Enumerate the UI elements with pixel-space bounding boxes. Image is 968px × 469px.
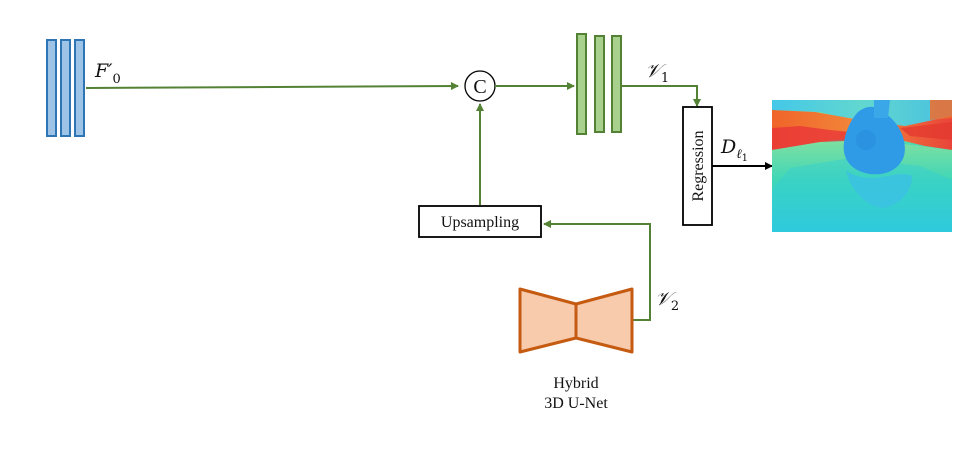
f0-to-concat-arrow xyxy=(85,82,459,91)
v1-to-regression-arrow xyxy=(622,85,701,107)
v1-label: 𝒱1 xyxy=(645,60,669,86)
unet-label-line1: Hybrid xyxy=(553,375,598,392)
regression-label: Regression xyxy=(690,130,707,201)
feature-map-v1 xyxy=(576,33,622,135)
feature-map-f0 xyxy=(46,39,85,137)
f0-label: F′0 xyxy=(94,60,121,87)
concat-symbol: C xyxy=(473,76,486,98)
hybrid-3d-unet-block xyxy=(518,287,634,354)
upsampling-block: Upsampling xyxy=(418,205,542,238)
depth-label: Dℓ1 xyxy=(720,136,748,164)
unet-label-line2: 3D U-Net xyxy=(544,395,608,412)
upsampling-label: Upsampling xyxy=(441,214,519,231)
concat-node: C xyxy=(464,70,496,102)
regression-block: Regression xyxy=(682,106,713,226)
v2-label: 𝒱2 xyxy=(655,288,679,314)
unet-to-upsampling-arrow xyxy=(543,220,651,321)
depth-map-image xyxy=(772,100,952,232)
